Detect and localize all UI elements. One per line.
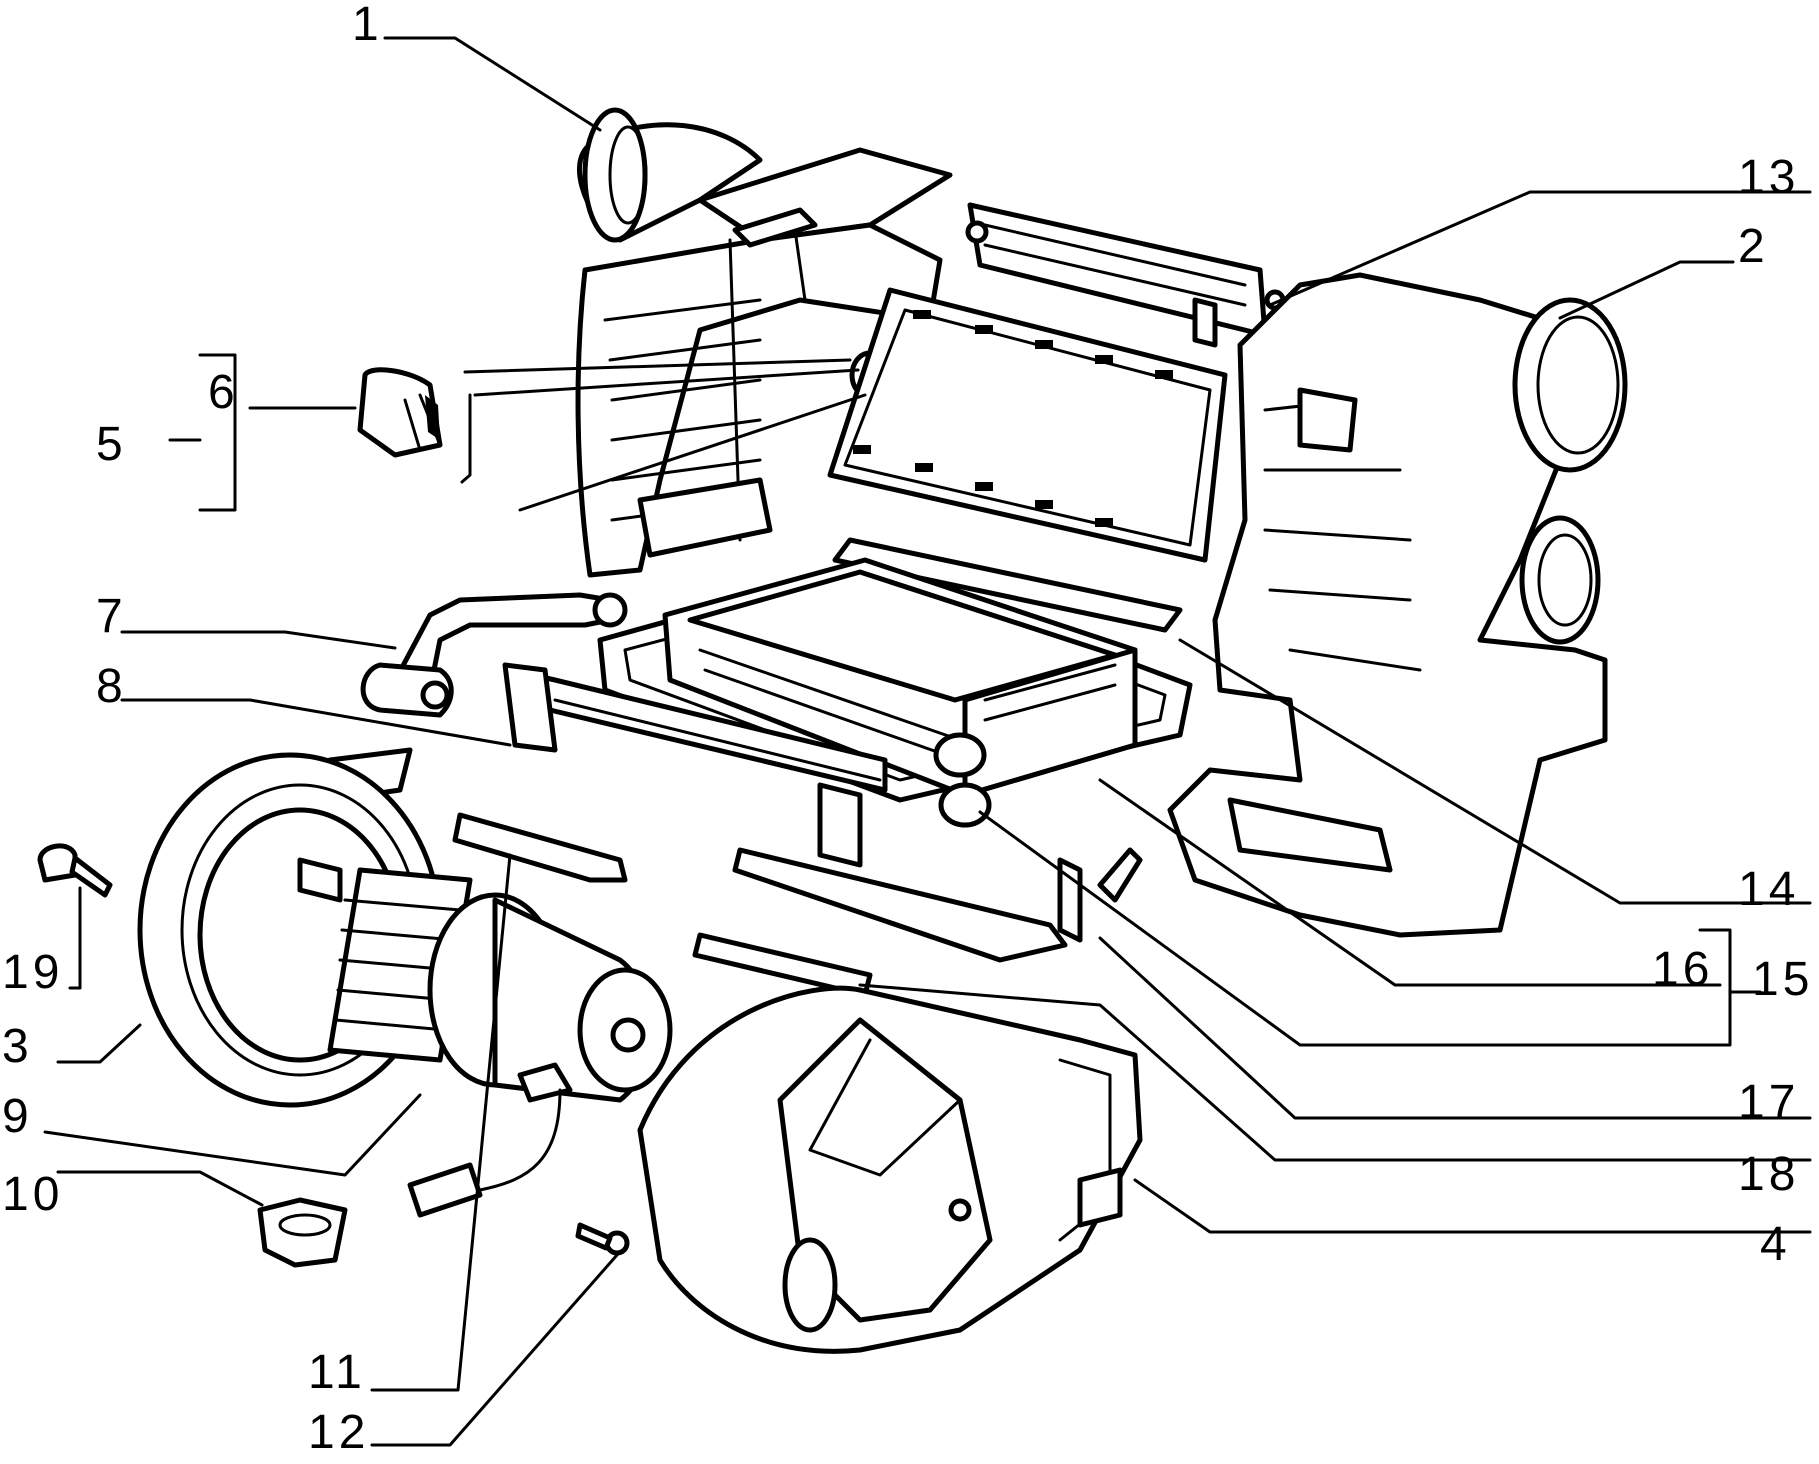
leader-16 [1098,778,1722,987]
callout-8: 8 [96,660,127,713]
callout-6: 6 [208,366,239,419]
leader-4 [1133,1178,1812,1234]
callout-1: 1 [352,0,383,51]
part-12-small-screw [575,1222,630,1256]
part-6-clip [357,367,443,458]
callout-19: 19 [2,946,63,999]
part-1-left-casing [575,107,953,578]
leader-11 [370,853,512,1392]
leader-10 [56,1170,264,1207]
callout-2: 2 [1738,220,1769,273]
part-16-heater-core [662,557,1138,828]
leader-3 [56,1023,142,1064]
callout-14: 14 [1738,863,1799,916]
callout-11: 11 [308,1346,366,1399]
leader-18 [858,983,1812,1162]
part-7-linkage-arm [360,592,628,718]
leader-lines [43,36,1812,1447]
callout-10: 10 [2,1168,63,1221]
leader-12 [370,1253,619,1447]
leader-5-bracket [168,353,237,512]
leader-17 [1098,936,1812,1120]
part-19-screw [37,843,113,898]
callout-16: 16 [1652,943,1713,996]
leader-8 [120,698,512,747]
callout-5: 5 [96,418,127,471]
part-11-small-flap [452,812,628,883]
part-4-blower-cover [637,985,1143,1354]
leader-5a [463,358,852,374]
callout-4: 4 [1760,1218,1791,1271]
callout-7: 7 [96,590,127,643]
part-8-flap-shaft [502,662,888,868]
callout-9: 9 [2,1090,33,1143]
leader-5b [473,368,860,397]
callout-13: 13 [1738,151,1799,204]
leader-1 [383,36,602,132]
leader-15-bracket [978,810,1762,1047]
leader-5-hook [460,393,472,484]
leader-14 [1178,638,1812,905]
part-17-lower-flap [732,847,1143,963]
callout-3: 3 [2,1020,33,1073]
callout-17: 17 [1738,1076,1799,1129]
filter-frame [827,287,1228,563]
leader-13 [1268,190,1812,307]
part-2-right-casing [1167,272,1628,938]
leader-19 [68,886,82,990]
leader-9 [43,1093,422,1177]
leader-5c [518,393,867,512]
callout-12: 12 [308,1406,369,1459]
leader-7 [120,630,397,650]
part-14-seal [832,537,1183,633]
part-9-blower-motor [327,867,673,1218]
callout-15: 15 [1752,953,1813,1006]
part-10-clamp [257,1197,348,1268]
callout-18: 18 [1738,1148,1799,1201]
leader-2 [1558,260,1735,320]
